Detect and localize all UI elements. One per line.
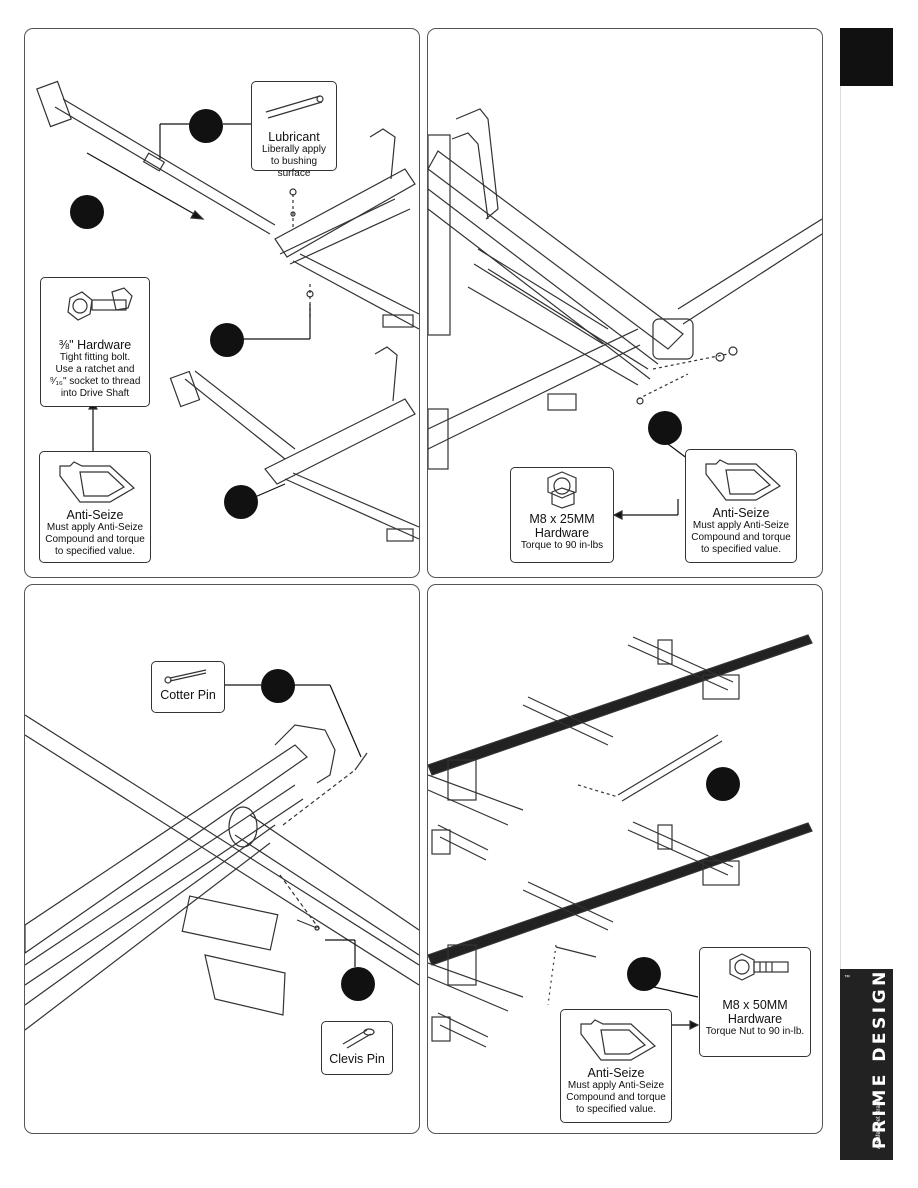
step-marker: [210, 323, 244, 357]
anti-seize-desc-line: Compound and torque: [45, 534, 145, 545]
hardware-desc-line: Tight fitting bolt.: [59, 352, 131, 363]
cotter-pin-title: Cotter Pin: [160, 688, 216, 702]
panel-bottom-left: Cotter Pin Clevis Pin: [24, 584, 420, 1134]
step-marker: [341, 967, 375, 1001]
pin-assembly-illustration: [25, 684, 419, 1031]
anti-seize-desc-line: to specified value.: [700, 544, 782, 555]
m8-50mm-title: Hardware: [727, 1012, 783, 1026]
m8-25mm-title: Hardware: [534, 526, 590, 540]
rack-drive-shaft-illustration: [36, 80, 419, 542]
lubricant-title: Lubricant: [268, 130, 320, 144]
cotter-pin-callout: Cotter Pin: [151, 661, 225, 713]
hardware-desc-line: Use a ratchet and: [55, 364, 135, 375]
bolt-icon: [547, 471, 577, 509]
step-marker: [706, 767, 740, 801]
anti-seize-desc-line: Compound and torque: [566, 1092, 666, 1103]
m8-25mm-desc: Torque to 90 in-lbs: [520, 540, 604, 551]
anti-seize-packet-icon: [580, 1019, 657, 1061]
anti-seize-callout: Anti-Seize Must apply Anti-Seize Compoun…: [39, 451, 151, 563]
cotter-pin-icon: [164, 669, 207, 684]
bolt-icon: [729, 953, 789, 981]
step-marker: [627, 957, 661, 991]
anti-seize-desc-line: Must apply Anti-Seize: [46, 522, 144, 533]
lubricant-callout: Lubricant Liberally apply to bushing sur…: [251, 81, 337, 179]
clevis-pin-callout: Clevis Pin: [321, 1021, 393, 1075]
m8-50mm-desc: Torque Nut to 90 in-lb.: [705, 1026, 805, 1037]
step-marker: [648, 411, 682, 445]
m8-25mm-title: M8 x 25MM: [529, 512, 595, 526]
anti-seize-title: Anti-Seize: [66, 508, 124, 522]
hardware-desc-line: ⁹⁄₁₆" socket to thread: [49, 376, 141, 387]
anti-seize-title: Anti-Seize: [712, 506, 770, 520]
panel-bottom-right: M8 x 50MM Hardware Torque Nut to 90 in-l…: [427, 584, 823, 1134]
anti-seize-callout: Anti-Seize Must apply Anti-Seize Compoun…: [685, 449, 797, 563]
lubricant-desc: Liberally apply to bushing surface: [262, 144, 326, 179]
anti-seize-desc-line: Compound and torque: [691, 532, 791, 543]
m8-50mm-title: M8 x 50MM: [722, 998, 788, 1012]
anti-seize-packet-icon: [59, 461, 136, 503]
ladder-rack-overview-illustration: [428, 634, 813, 1048]
bolt-icon: [67, 287, 133, 321]
hardware-desc-line: into Drive Shaft: [60, 388, 130, 399]
anti-seize-title: Anti-Seize: [587, 1066, 645, 1080]
step-marker: [189, 109, 223, 143]
brand-tagline: A Safe Fleet Brand: [876, 1098, 882, 1149]
anti-seize-callout: Anti-Seize Must apply Anti-Seize Compoun…: [560, 1009, 672, 1123]
anti-seize-desc-line: Must apply Anti-Seize: [692, 520, 790, 531]
page-tab-block: [840, 28, 893, 86]
sidebar-spacer: [840, 86, 893, 969]
step-marker: [224, 485, 258, 519]
step-marker: [261, 669, 295, 703]
brand-logo-block: ™ PRIME DESIGN A Safe Fleet Brand: [840, 968, 893, 1160]
hardware-callout: ⅜" Hardware Tight fitting bolt. Use a ra…: [40, 277, 150, 407]
panel-top-right: M8 x 25MM Hardware Torque to 90 in-lbs A…: [427, 28, 823, 578]
anti-seize-desc-line: to specified value.: [575, 1104, 657, 1115]
m8-25mm-hardware-callout: M8 x 25MM Hardware Torque to 90 in-lbs: [510, 467, 614, 563]
anti-seize-packet-icon: [705, 459, 782, 501]
step-marker: [70, 195, 104, 229]
hardware-title: ⅜" Hardware: [58, 338, 132, 352]
m8-50mm-hardware-callout: M8 x 50MM Hardware Torque Nut to 90 in-l…: [699, 947, 811, 1057]
clevis-pin-title: Clevis Pin: [329, 1052, 385, 1066]
clevis-pin-icon: [342, 1028, 375, 1049]
anti-seize-desc-line: Must apply Anti-Seize: [567, 1080, 665, 1091]
rack-hardware-illustration: [428, 108, 822, 520]
trademark-symbol: ™: [844, 975, 850, 981]
brand-sidebar: ™ PRIME DESIGN A Safe Fleet Brand: [840, 28, 893, 1160]
lubricant-tube-icon: [265, 95, 324, 119]
panel-top-left: Lubricant Liberally apply to bushing sur…: [24, 28, 420, 578]
anti-seize-desc-line: to specified value.: [54, 546, 136, 557]
